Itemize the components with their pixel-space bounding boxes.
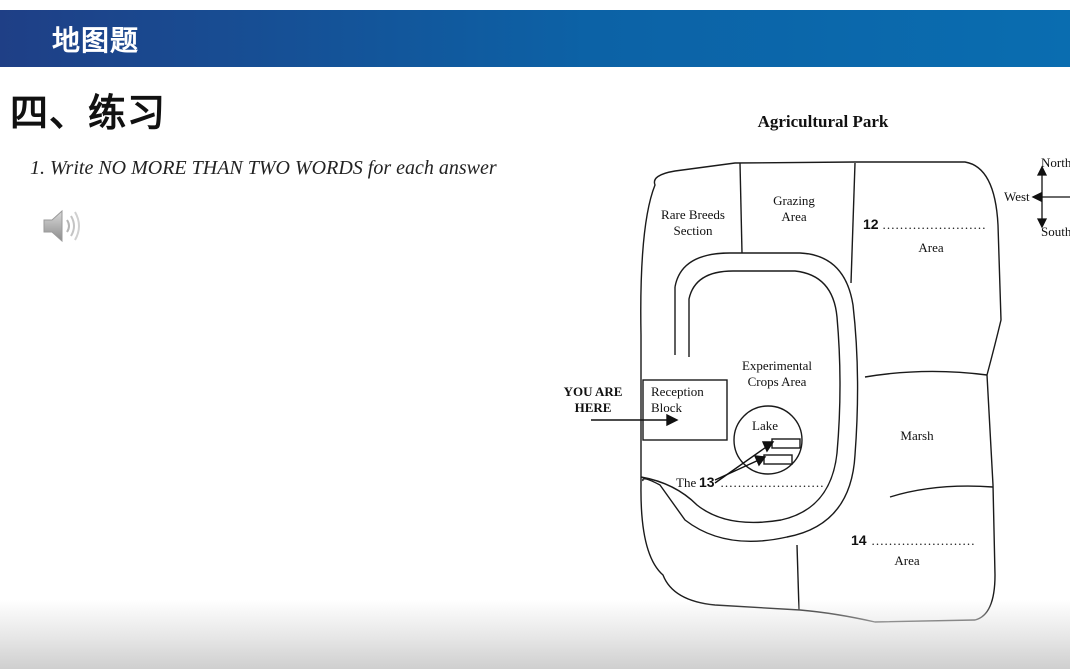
road-outer: [642, 252, 859, 542]
q13-prefix: The: [676, 475, 696, 490]
rare-breeds-label-2: Section: [674, 223, 713, 238]
q12-number: 12: [863, 216, 879, 232]
q13-blank: ……………………: [720, 475, 824, 490]
reception-block: [642, 379, 728, 441]
compass-south: South: [1041, 224, 1070, 239]
q12-blank: ……………………: [882, 217, 986, 232]
you-are-here-1: YOU ARE: [564, 384, 623, 399]
q12-area-label: Area: [918, 240, 943, 255]
section-title: 四、练习: [10, 90, 167, 135]
rare-breeds-label-1: Rare Breeds: [661, 207, 725, 222]
instruction-text: 1. Write NO MORE THAN TWO WORDS for each…: [30, 157, 497, 179]
marsh-label: Marsh: [900, 428, 934, 443]
road-inner: [640, 270, 841, 524]
compass-north: North: [1041, 155, 1070, 170]
experimental-label-2: Crops Area: [748, 374, 807, 389]
divider-rare-grazing: [739, 162, 743, 254]
agricultural-park-map: Agricultural Park North West South Rare …: [555, 105, 1070, 635]
you-are-here-2: HERE: [575, 400, 612, 415]
lake-feature-1: [771, 438, 801, 449]
grazing-label-2: Area: [781, 209, 806, 224]
experimental-label-1: Experimental: [742, 358, 812, 373]
lake: [733, 405, 803, 475]
bottom-fade: [0, 600, 1070, 669]
q14-blank: ……………………: [871, 533, 975, 548]
q14-area-label: Area: [894, 553, 919, 568]
divider-marsh-14: [889, 485, 994, 498]
header-title: 地图题: [52, 24, 140, 57]
speaker-icon[interactable]: [40, 206, 84, 246]
map-title: Agricultural Park: [758, 112, 889, 131]
q13-number: 13: [699, 474, 715, 490]
divider-12-marsh: [864, 370, 988, 378]
lake-feature-2: [763, 454, 793, 465]
divider-bottom: [796, 544, 800, 611]
lake-label: Lake: [752, 418, 778, 433]
grazing-label-1: Grazing: [773, 193, 815, 208]
q14-number: 14: [851, 532, 867, 548]
compass-west: West: [1004, 189, 1030, 204]
divider-grazing-12: [850, 162, 856, 284]
header-bar: [0, 10, 1070, 67]
reception-label-1: Reception: [651, 384, 704, 399]
reception-label-2: Block: [651, 400, 683, 415]
